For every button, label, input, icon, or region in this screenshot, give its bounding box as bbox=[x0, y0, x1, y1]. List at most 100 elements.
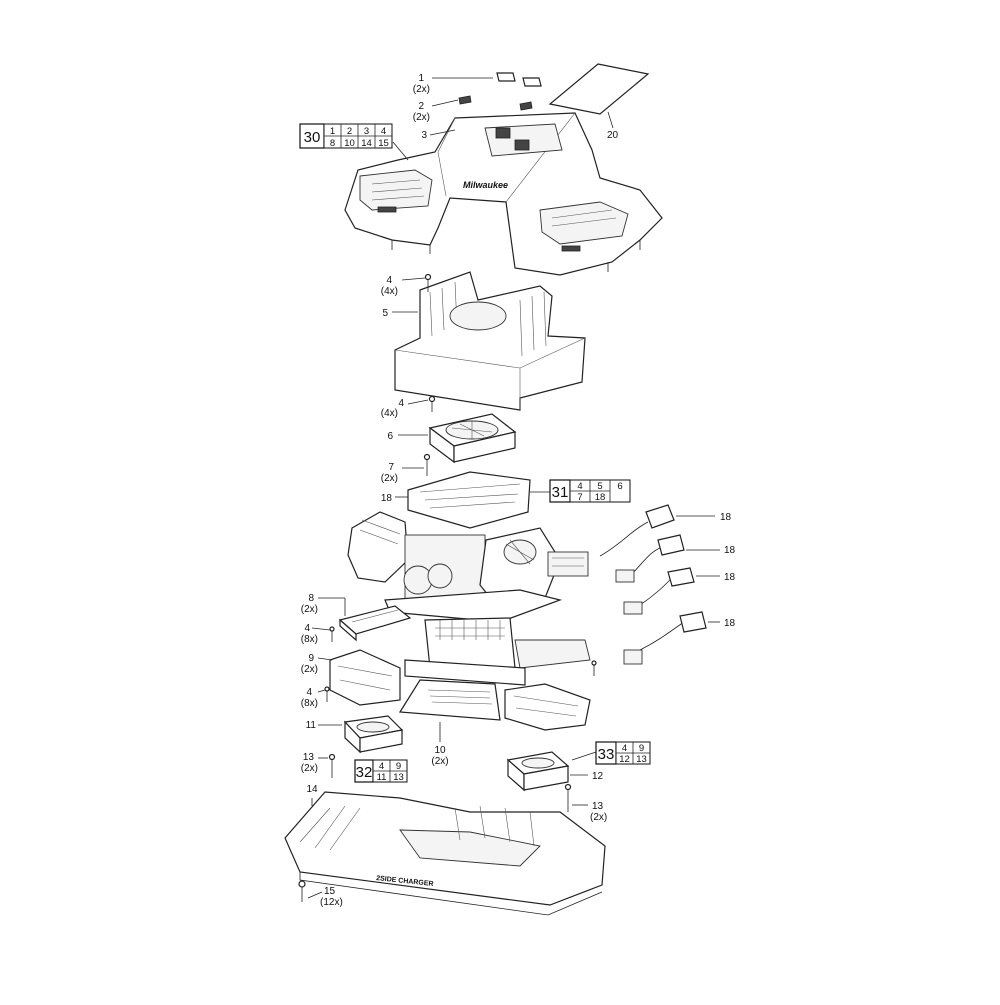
callout-number: 4 bbox=[306, 687, 312, 698]
callout-8: 8 (2x) bbox=[301, 593, 318, 615]
callout-number: 13 bbox=[303, 752, 315, 763]
kit-part-ref: 6 bbox=[617, 481, 622, 492]
callout-1: 1 (2x) bbox=[413, 73, 430, 95]
callout-number: 6 bbox=[387, 431, 393, 442]
kit-part-ref: 4 bbox=[577, 481, 582, 492]
housing-brand-mark: Milwaukee bbox=[463, 180, 508, 190]
kit-part-ref: 3 bbox=[364, 126, 369, 137]
contact-parts-2 bbox=[458, 95, 533, 111]
power-cord-icon bbox=[599, 504, 707, 665]
kit-part-ref: 11 bbox=[377, 772, 387, 783]
callout-18-board: 18 bbox=[381, 493, 393, 504]
kit-part-ref: 4 bbox=[379, 761, 384, 772]
callout-quantity: (12x) bbox=[320, 897, 343, 908]
base-tray-icon: 2SIDE CHARGER bbox=[284, 791, 606, 916]
screw-icon bbox=[298, 626, 597, 902]
callout-number: 15 bbox=[324, 886, 336, 897]
side-housing-part-9-left bbox=[329, 649, 401, 706]
kit-number: 30 bbox=[304, 129, 321, 146]
callout-13-right: 13 (2x) bbox=[590, 801, 607, 823]
kit-part-ref: 2 bbox=[347, 126, 352, 137]
top-housing-icon: Milwaukee bbox=[344, 112, 663, 276]
callout-number: 8 bbox=[308, 593, 314, 604]
callout-quantity: (2x) bbox=[301, 604, 318, 615]
callout-number: 18 bbox=[724, 545, 736, 556]
callout-number: 14 bbox=[306, 784, 318, 795]
callout-number: 9 bbox=[308, 653, 314, 664]
callout-quantity: (2x) bbox=[301, 763, 318, 774]
kit-part-ref: 15 bbox=[378, 138, 389, 149]
callout-14: 14 bbox=[306, 784, 318, 795]
callout-number: 4 bbox=[386, 275, 392, 286]
callout-4-upper: 4 (4x) bbox=[381, 275, 398, 297]
callout-5: 5 bbox=[382, 308, 388, 319]
kit-part-ref: 1 bbox=[330, 126, 335, 137]
callout-4-bracket: 4 (8x) bbox=[301, 623, 318, 645]
callout-13-left: 13 (2x) bbox=[301, 752, 318, 774]
fan-part-11 bbox=[343, 715, 404, 754]
callout-number: 20 bbox=[607, 130, 619, 141]
kit-part-ref: 4 bbox=[381, 126, 386, 137]
callout-number: 18 bbox=[724, 572, 736, 583]
callout-quantity: (2x) bbox=[413, 84, 430, 95]
callout-18-cord-4: 18 bbox=[724, 618, 736, 629]
callout-9: 9 (2x) bbox=[301, 653, 318, 675]
callout-15: 15 (12x) bbox=[320, 886, 343, 908]
callout-11: 11 bbox=[306, 720, 317, 731]
kit-part-ref: 12 bbox=[619, 754, 630, 765]
side-housing-part-9-right bbox=[504, 683, 591, 731]
callout-number: 3 bbox=[421, 130, 427, 141]
kit-box-33: 33 4 9 12 13 bbox=[571, 741, 651, 765]
callout-quantity: (8x) bbox=[301, 698, 318, 709]
kit-number: 33 bbox=[598, 746, 615, 763]
callout-quantity: (2x) bbox=[381, 473, 398, 484]
kit-box-32: 32 4 9 11 13 bbox=[354, 759, 408, 783]
callout-number: 12 bbox=[592, 771, 604, 782]
callout-number: 18 bbox=[720, 512, 732, 523]
kit-part-ref: 9 bbox=[639, 743, 644, 754]
kit-part-ref: 14 bbox=[361, 138, 372, 149]
kit-part-ref: 10 bbox=[344, 138, 355, 149]
callout-quantity: (2x) bbox=[301, 664, 318, 675]
callout-6: 6 bbox=[387, 431, 393, 442]
callout-number: 11 bbox=[306, 720, 317, 731]
callout-quantity: (2x) bbox=[590, 812, 607, 823]
callout-number: 2 bbox=[418, 101, 424, 112]
callout-quantity: (8x) bbox=[301, 634, 318, 645]
callout-number: 13 bbox=[592, 801, 604, 812]
label-sheet-part-20 bbox=[548, 63, 650, 115]
callout-18-cord-2: 18 bbox=[724, 545, 736, 556]
callout-quantity: (4x) bbox=[381, 408, 398, 419]
callout-number: 10 bbox=[434, 745, 446, 756]
kit-part-ref: 13 bbox=[636, 754, 647, 765]
fan-icon bbox=[428, 413, 517, 464]
callout-number: 4 bbox=[304, 623, 310, 634]
callout-quantity: (2x) bbox=[431, 756, 448, 767]
callout-20: 20 bbox=[607, 130, 619, 141]
callout-18-cord-1: 18 bbox=[720, 512, 732, 523]
callout-2: 2 (2x) bbox=[413, 101, 430, 123]
callout-quantity: (2x) bbox=[413, 112, 430, 123]
kit-part-ref: 13 bbox=[393, 772, 404, 783]
callout-number: 7 bbox=[388, 462, 394, 473]
kit-part-ref: 9 bbox=[396, 761, 401, 772]
leader-lines bbox=[307, 77, 720, 899]
bracket-part-8 bbox=[338, 605, 412, 642]
callout-10: 10 (2x) bbox=[431, 745, 448, 767]
kit-part-ref: 8 bbox=[330, 138, 335, 149]
kit-part-ref: 5 bbox=[597, 481, 602, 492]
callout-number: 5 bbox=[382, 308, 388, 319]
kit-part-ref: 7 bbox=[577, 492, 582, 503]
kit-number: 32 bbox=[356, 764, 373, 781]
callout-number: 4 bbox=[398, 398, 404, 409]
callout-7: 7 (2x) bbox=[381, 462, 398, 484]
callout-number: 1 bbox=[418, 73, 424, 84]
cap-parts-1 bbox=[496, 72, 542, 87]
callout-4-housing: 4 (8x) bbox=[301, 687, 318, 709]
kit-box-31: 31 4 5 6 7 18 bbox=[530, 479, 631, 503]
callout-3: 3 bbox=[421, 130, 427, 141]
callout-number: 18 bbox=[381, 493, 393, 504]
kit-part-ref: 4 bbox=[622, 743, 627, 754]
